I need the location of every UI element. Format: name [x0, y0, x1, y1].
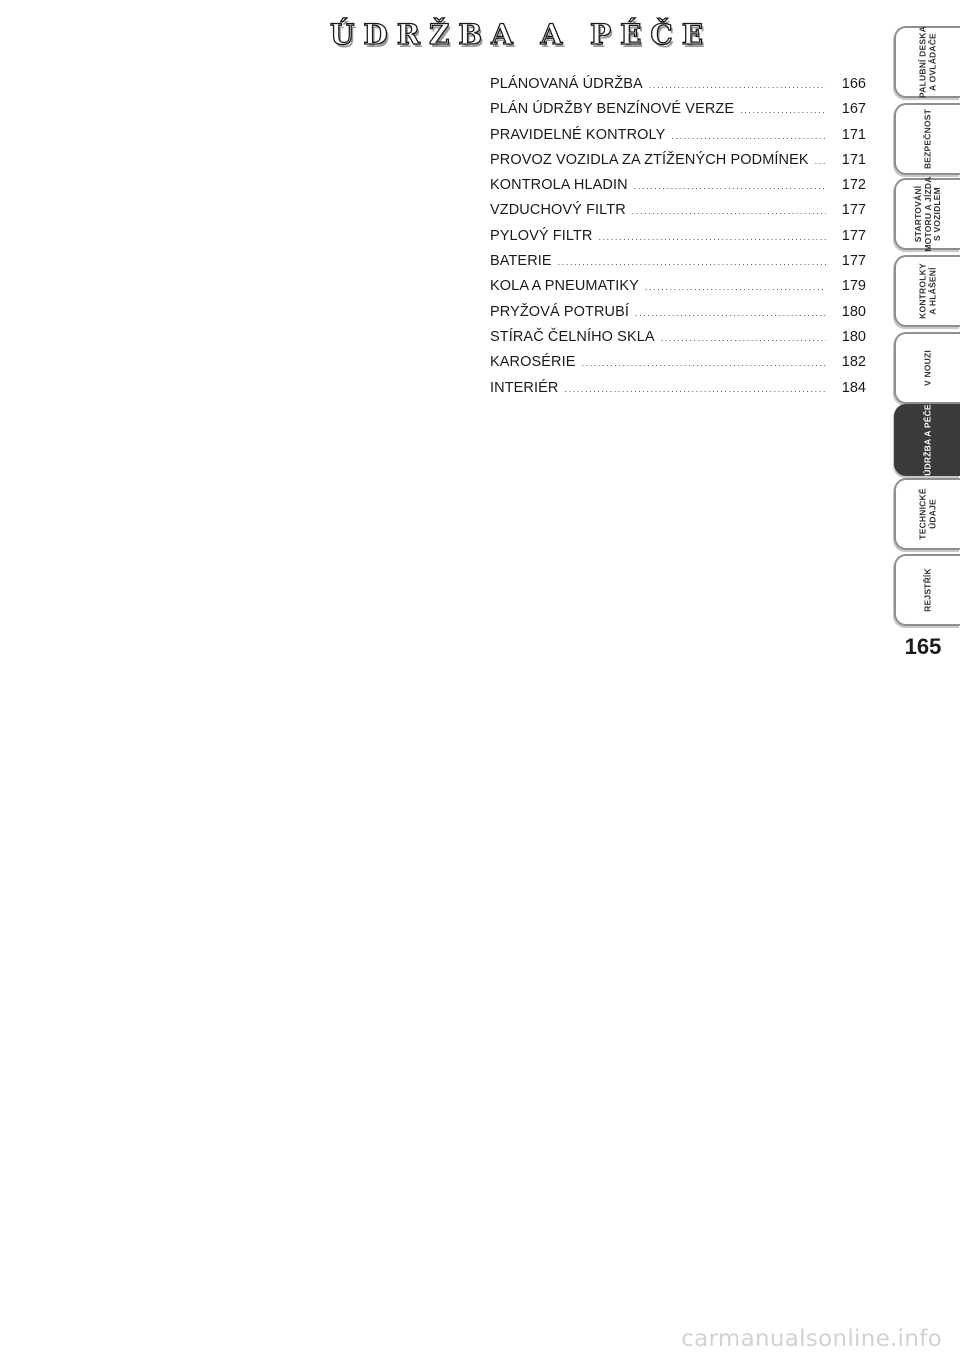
toc-entry-page: 182 [841, 354, 866, 371]
chapter-tab[interactable]: V NOUZI [894, 332, 960, 404]
toc-leader-dots: ........................................… [648, 80, 826, 90]
toc-entry-page: 180 [841, 303, 866, 320]
toc-leader-dots: ........................................… [814, 155, 826, 166]
toc-entry[interactable]: PRYŽOVÁ POTRUBÍ.........................… [490, 300, 866, 325]
chapter-tab[interactable]: BEZPEČNOST [894, 103, 960, 175]
toc-entry-page: 179 [841, 278, 866, 295]
toc-leader-dots: ........................................… [631, 206, 826, 217]
toc-entry-label: KAROSÉRIE [490, 354, 576, 371]
toc-entry[interactable]: PROVOZ VOZIDLA ZA ZTÍŽENÝCH PODMÍNEK....… [490, 148, 866, 173]
toc-leader-dots: ........................................… [635, 307, 826, 318]
toc-entry-page: 177 [841, 253, 866, 270]
toc-entry-label: KOLA A PNEUMATIKY [490, 278, 639, 295]
toc-entry[interactable]: PLÁNOVANÁ ÚDRŽBA........................… [490, 72, 866, 97]
toc-leader-dots: ........................................… [598, 231, 826, 242]
toc-entry-page: 166 [841, 76, 866, 92]
chapter-tab[interactable]: TECHNICKÉ ÚDAJE [894, 478, 960, 550]
toc-entry[interactable]: STÍRAČ ČELNÍHO SKLA.....................… [490, 325, 866, 350]
toc-entry-page: 184 [841, 379, 866, 396]
toc-entry-label: VZDUCHOVÝ FILTR [490, 202, 626, 219]
chapter-tab-label: TECHNICKÉ ÚDAJE [917, 488, 938, 540]
toc-leader-dots: ........................................… [557, 257, 826, 268]
toc-entry-label: BATERIE [490, 253, 552, 270]
toc-entry[interactable]: PLÁN ÚDRŽBY BENZÍNOVÉ VERZE.............… [490, 97, 866, 122]
chapter-tab[interactable]: KONTROLKY A HLÁŠENÍ [894, 255, 960, 327]
page-number: 165 [904, 634, 942, 659]
toc-leader-dots: ........................................… [581, 358, 826, 369]
chapter-tab-label: STARTOVÁNÍ MOTORU A JÍZDA S VOZIDLEM [912, 176, 942, 252]
toc-leader-dots: ........................................… [564, 383, 826, 394]
toc-entry[interactable]: KONTROLA HLADIN.........................… [490, 173, 866, 198]
chapter-tab-label: V NOUZI [922, 350, 933, 386]
watermark: carmanualsonline.info [681, 1326, 942, 1352]
toc-leader-dots: ........................................… [660, 332, 826, 343]
toc-entry-page: 167 [841, 101, 866, 118]
chapter-tab-label: REJSTŘÍK [922, 568, 933, 612]
chapter-tab[interactable]: REJSTŘÍK [894, 554, 960, 626]
toc-entry[interactable]: PRAVIDELNÉ KONTROLY.....................… [490, 123, 866, 148]
toc-entry-label: PYLOVÝ FILTR [490, 227, 593, 244]
toc-entry-label: PRYŽOVÁ POTRUBÍ [490, 303, 630, 320]
chapter-tab-label: ÚDRŽBA A PÉČE [922, 404, 933, 476]
toc-entry-label: PLÁNOVANÁ ÚDRŽBA [490, 76, 643, 92]
toc-leader-dots: ........................................… [671, 130, 826, 141]
toc-entry[interactable]: VZDUCHOVÝ FILTR.........................… [490, 198, 866, 223]
toc-entry-page: 171 [841, 151, 866, 168]
chapter-tab[interactable]: ÚDRŽBA A PÉČE [894, 404, 960, 476]
table-of-contents: PLÁNOVANÁ ÚDRŽBA........................… [490, 72, 866, 401]
toc-entry[interactable]: KAROSÉRIE...............................… [490, 350, 866, 375]
toc-entry-page: 177 [841, 202, 866, 219]
toc-entry-label: PROVOZ VOZIDLA ZA ZTÍŽENÝCH PODMÍNEK [490, 151, 809, 168]
chapter-tab-label: KONTROLKY A HLÁŠENÍ [917, 263, 938, 319]
toc-entry-label: KONTROLA HLADIN [490, 177, 628, 194]
chapter-tab-label: PALUBNÍ DESKA A OVLÁDAČE [917, 26, 938, 98]
chapter-tab-label: BEZPEČNOST [922, 108, 933, 170]
toc-entry-label: STÍRAČ ČELNÍHO SKLA [490, 328, 655, 345]
toc-entry-label: PLÁN ÚDRŽBY BENZÍNOVÉ VERZE [490, 101, 735, 118]
chapter-tab[interactable]: STARTOVÁNÍ MOTORU A JÍZDA S VOZIDLEM [894, 176, 960, 252]
toc-entry[interactable]: PYLOVÝ FILTR............................… [490, 224, 866, 249]
toc-entry-page: 180 [841, 328, 866, 345]
toc-entry-label: PRAVIDELNÉ KONTROLY [490, 126, 666, 143]
section-title: ÚDRŽBA A PÉČE [329, 17, 713, 51]
toc-entry[interactable]: BATERIE.................................… [490, 249, 866, 274]
toc-leader-dots: ........................................… [740, 105, 826, 116]
toc-entry[interactable]: INTERIÉR................................… [490, 376, 866, 401]
toc-entry-page: 171 [841, 126, 866, 143]
toc-entry-label: INTERIÉR [490, 379, 559, 396]
toc-entry-page: 177 [841, 227, 866, 244]
chapter-tab[interactable]: PALUBNÍ DESKA A OVLÁDAČE [894, 26, 960, 98]
toc-entry[interactable]: KOLA A PNEUMATIKY.......................… [490, 274, 866, 299]
toc-leader-dots: ........................................… [633, 181, 826, 192]
toc-entry-page: 172 [841, 177, 866, 194]
toc-leader-dots: ........................................… [644, 282, 826, 293]
